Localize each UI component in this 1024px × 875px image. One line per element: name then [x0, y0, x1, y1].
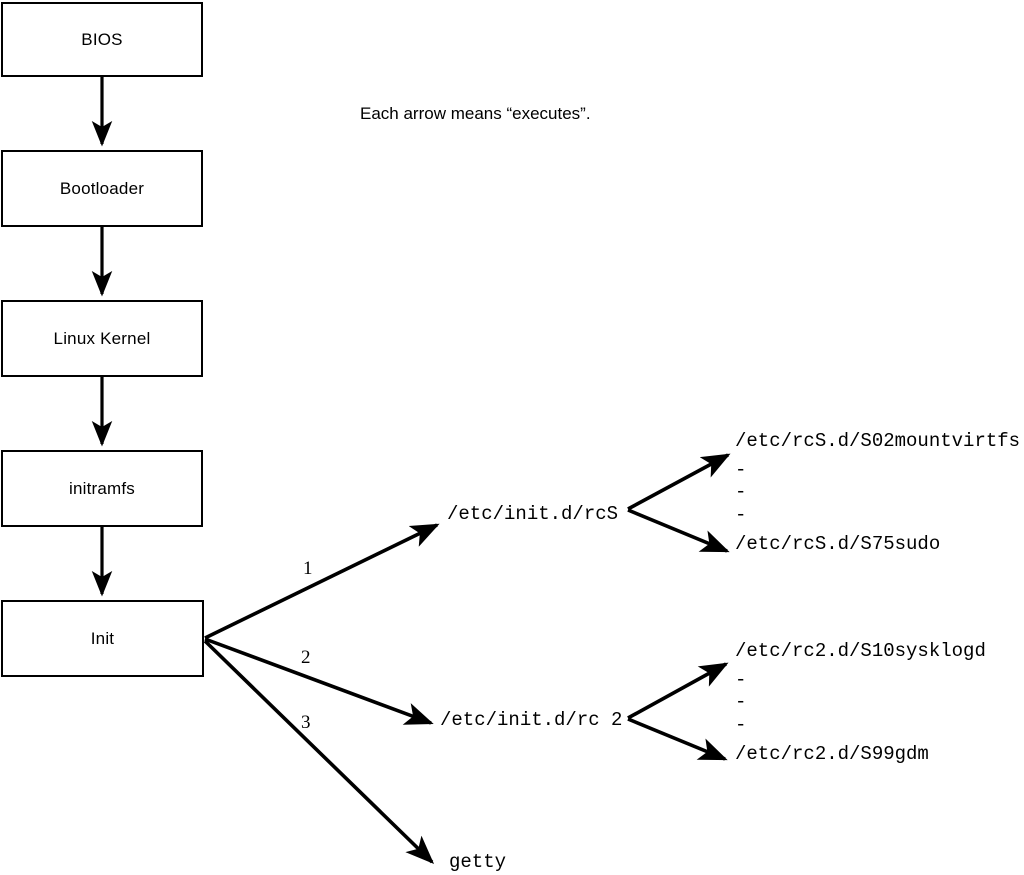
rc2-child-ellipsis-3: - — [735, 714, 747, 736]
arrow-init-to-rcS — [204, 523, 440, 640]
node-linux-kernel[interactable]: Linux Kernel — [1, 300, 203, 377]
node-linux-kernel-label: Linux Kernel — [53, 328, 151, 348]
node-bios-label: BIOS — [81, 29, 123, 49]
node-bootloader[interactable]: Bootloader — [1, 150, 203, 227]
edge-label-3: 3 — [301, 712, 311, 733]
edge-label-2: 2 — [301, 647, 311, 668]
script-label-rc2[interactable]: /etc/init.d/rc 2 — [440, 709, 623, 731]
legend-note: Each arrow means “executes”. — [360, 104, 591, 123]
rcS-child-ellipsis-2: - — [735, 481, 747, 503]
rc2-child-last[interactable]: /etc/rc2.d/S99gdm — [735, 743, 929, 765]
arrow-init-to-rc2 — [204, 637, 434, 725]
node-bootloader-label: Bootloader — [59, 178, 145, 198]
node-initramfs[interactable]: initramfs — [1, 450, 203, 527]
arrow-rcS-to-last-script — [627, 508, 730, 553]
node-bios[interactable]: BIOS — [1, 2, 203, 77]
rcS-child-first[interactable]: /etc/rcS.d/S02mountvirtfs — [735, 430, 1021, 452]
node-init[interactable]: Init — [1, 600, 204, 677]
node-init-label: Init — [90, 628, 115, 648]
rcS-child-last[interactable]: /etc/rcS.d/S75sudo — [735, 533, 941, 555]
rcS-child-ellipsis-3: - — [735, 504, 747, 526]
arrow-rc2-to-first-script — [627, 662, 729, 720]
rc2-child-ellipsis-2: - — [735, 691, 747, 713]
arrow-rc2-to-last-script — [627, 717, 728, 761]
arrow-rcS-to-first-script — [627, 453, 731, 511]
script-label-rcS[interactable]: /etc/init.d/rcS — [447, 503, 619, 525]
script-label-getty[interactable]: getty — [449, 851, 507, 873]
edge-label-1: 1 — [303, 558, 313, 579]
rc2-child-first[interactable]: /etc/rc2.d/S10sysklogd — [735, 640, 986, 662]
node-initramfs-label: initramfs — [68, 478, 136, 498]
rc2-child-ellipsis-1: - — [735, 669, 747, 691]
rcS-child-ellipsis-1: - — [735, 459, 747, 481]
arrow-init-to-getty — [203, 639, 435, 865]
